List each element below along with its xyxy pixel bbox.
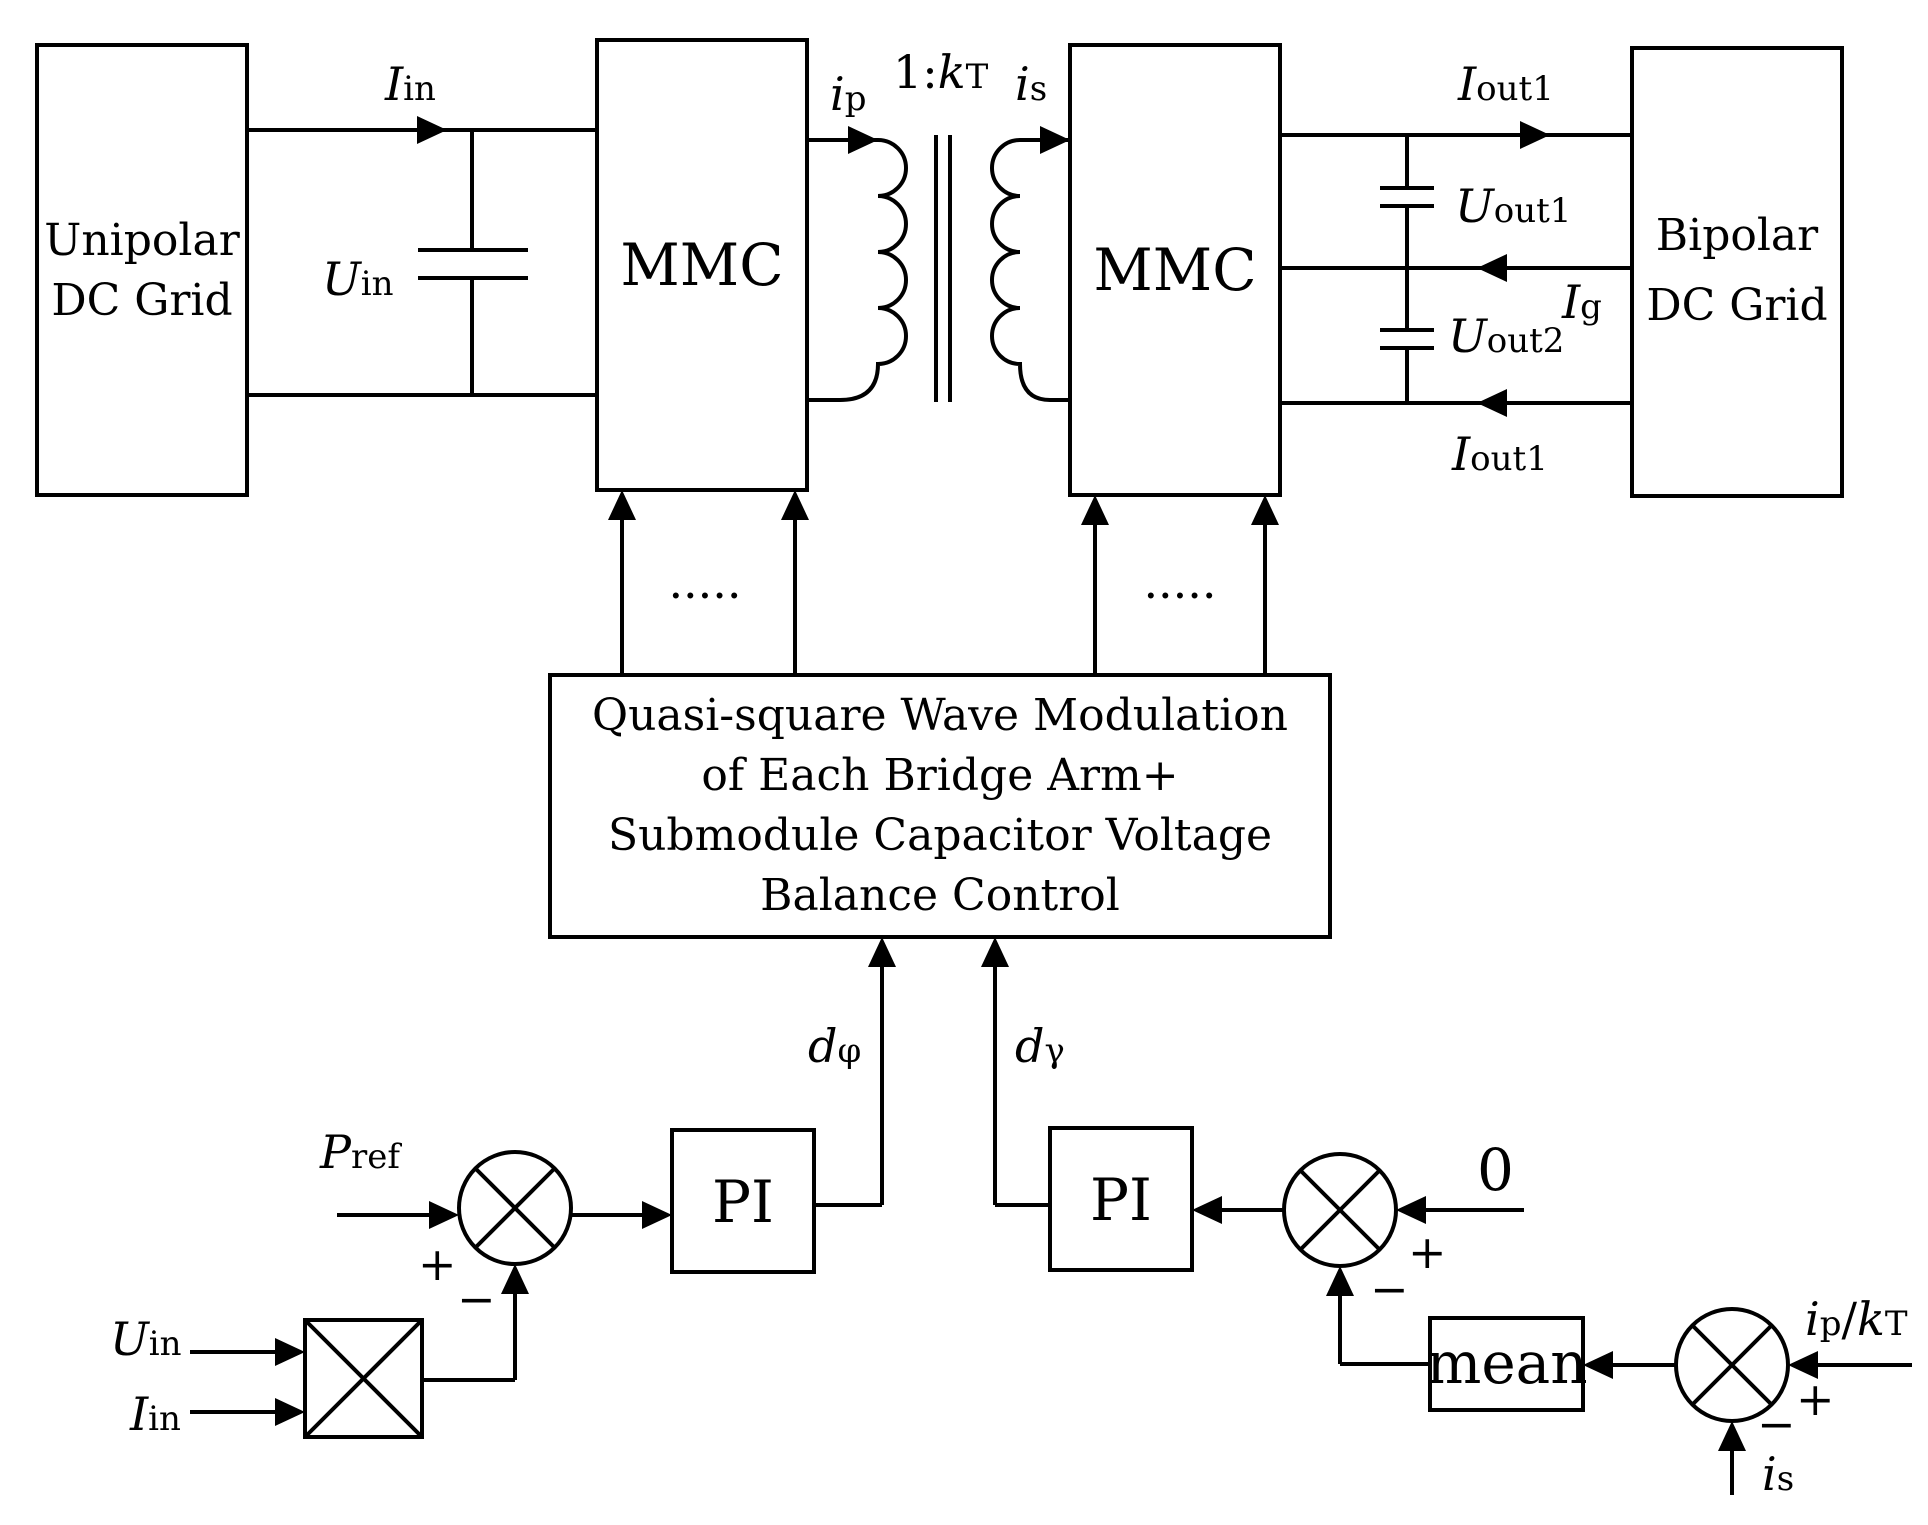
sign-bottom-plus: +: [1796, 1372, 1835, 1426]
mean-block: mean: [1426, 1316, 1588, 1412]
dots-right: .....: [1143, 555, 1216, 609]
label-d-phi: dφ: [808, 1019, 861, 1073]
sign-right-minus: −: [1370, 1262, 1409, 1316]
transformer: [807, 126, 1070, 402]
arrow-iin: [417, 116, 447, 144]
label-i-in-top: Iin: [384, 57, 436, 111]
svg-text:MMC: MMC: [1093, 236, 1256, 304]
arrow-ig: [1477, 254, 1507, 282]
right-loop-wiring: [1192, 1196, 1912, 1495]
svg-text:Unipolar: Unipolar: [44, 215, 240, 266]
left-loop-wiring: [190, 1201, 672, 1426]
dots-left: .....: [668, 555, 741, 609]
svg-text:Balance Control: Balance Control: [760, 870, 1120, 921]
svg-text:Submodule Capacitor Voltage: Submodule Capacitor Voltage: [608, 810, 1272, 861]
svg-text:PI: PI: [712, 1168, 774, 1236]
label-i-out1-top: Iout1: [1457, 57, 1554, 111]
svg-text:Quasi-square Wave Modulation: Quasi-square Wave Modulation: [592, 690, 1288, 741]
svg-text:of Each Bridge Arm+: of Each Bridge Arm+: [701, 750, 1178, 801]
multiplier-block: [303, 1318, 424, 1439]
svg-text:PI: PI: [1090, 1166, 1152, 1234]
label-i-p: ip: [830, 67, 866, 121]
label-d-gamma: dγ: [1015, 1019, 1065, 1073]
mmc-right-block: MMC: [1068, 43, 1282, 497]
label-i-in-mult: Iin: [129, 1387, 181, 1441]
sign-left-plus: +: [418, 1237, 457, 1291]
label-u-in-cap: Uin: [322, 252, 394, 306]
pi-left-block: PI: [670, 1128, 816, 1274]
arrow-iout1-bottom: [1477, 389, 1507, 417]
svg-text:DC Grid: DC Grid: [51, 275, 232, 326]
gate-signal-lines: [608, 490, 1279, 675]
right-dc-wiring: [1280, 121, 1632, 417]
label-i-s-top: is: [1015, 57, 1047, 111]
label-ip-over-kt: ip/kT: [1805, 1292, 1908, 1346]
label-turns-ratio: 1:kT: [893, 45, 989, 99]
pi-right-block: PI: [1048, 1126, 1194, 1272]
label-p-ref: Pref: [319, 1125, 402, 1179]
label-u-in-mult: Uin: [110, 1312, 182, 1366]
left-dc-wiring: [247, 116, 597, 397]
svg-text:DC Grid: DC Grid: [1646, 280, 1827, 331]
label-i-out1-bottom: Iout1: [1451, 427, 1548, 481]
mmc-left-block: MMC: [595, 38, 809, 492]
svg-text:MMC: MMC: [620, 231, 783, 299]
arrow-iout1-top: [1520, 121, 1550, 149]
sign-left-minus: −: [457, 1272, 496, 1326]
svg-text:mean: mean: [1426, 1329, 1587, 1397]
summing-junction-left: [457, 1150, 573, 1266]
modulation-control-block: Quasi-square Wave Modulation of Each Bri…: [548, 673, 1332, 939]
sign-bottom-minus: −: [1757, 1397, 1796, 1451]
unipolar-dc-grid-block: Unipolar DC Grid: [35, 43, 249, 497]
bipolar-dc-grid-block: Bipolar DC Grid: [1630, 46, 1844, 498]
label-i-g: Ig: [1561, 275, 1602, 329]
label-u-out1: Uout1: [1455, 179, 1571, 233]
svg-text:Bipolar: Bipolar: [1656, 210, 1819, 261]
summing-junction-right: [1282, 1152, 1398, 1268]
label-zero: 0: [1477, 1136, 1514, 1204]
label-i-s-bottom: is: [1762, 1447, 1794, 1501]
sign-right-plus: +: [1408, 1225, 1447, 1279]
label-u-out2: Uout2: [1448, 309, 1564, 363]
duty-signal-lines: [814, 937, 1050, 1207]
